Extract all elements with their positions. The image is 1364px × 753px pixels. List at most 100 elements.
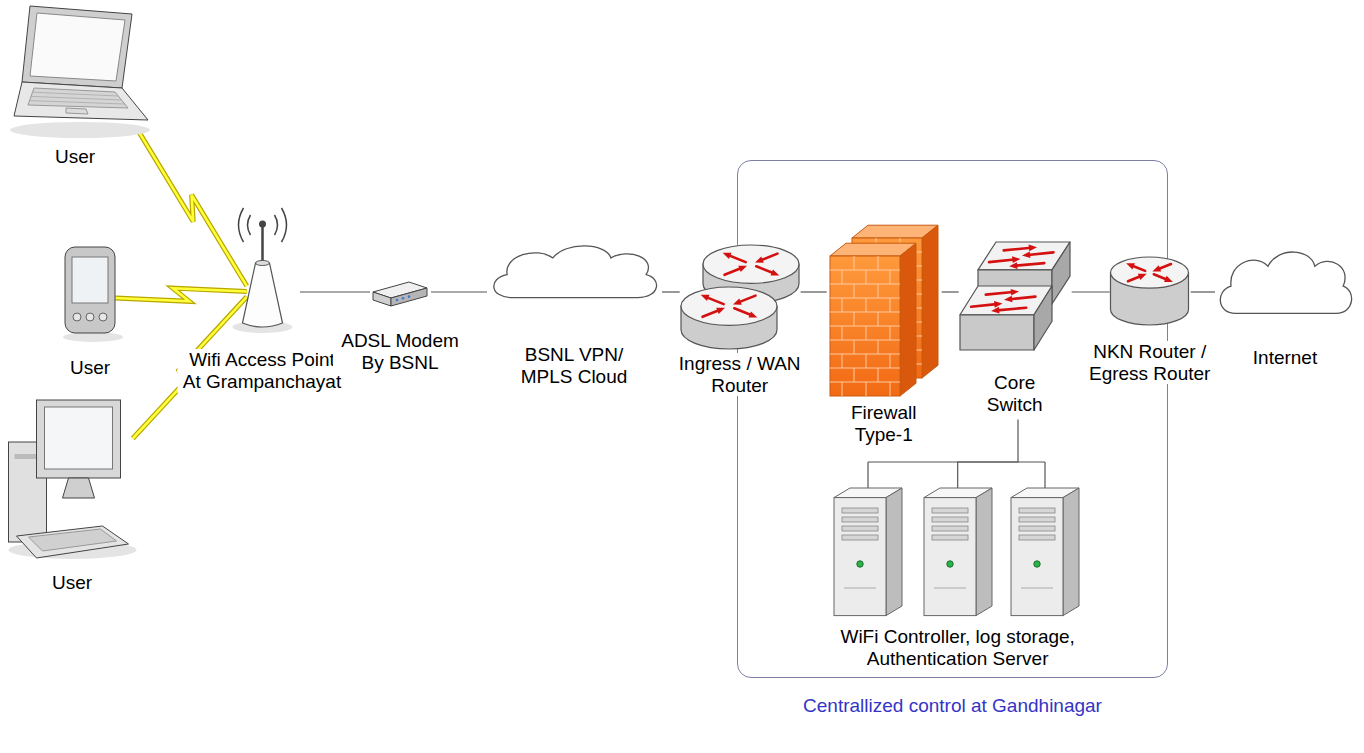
network-link-line [662, 291, 680, 292]
node-label: BSNL VPN/ MPLS Cloud [497, 344, 651, 388]
server-icon-part [932, 526, 968, 531]
switch-icon-part [989, 259, 1014, 262]
pda-icon-part [73, 313, 81, 321]
node-label: Ingress / WAN Router [668, 353, 812, 397]
firewall-icon-part [865, 298, 866, 312]
router-icon-part [733, 298, 742, 304]
laptop-node: User [0, 2, 150, 168]
server-icon-part [1063, 488, 1079, 616]
server-drop-wire [867, 462, 868, 490]
wireless-link-core [115, 288, 247, 301]
access-point-icon-part [274, 215, 277, 235]
server-icon-part [1019, 526, 1055, 531]
firewall-icon-part [865, 326, 866, 340]
firewall-node: Firewall Type-1 [826, 222, 942, 446]
server-icon-part [834, 497, 886, 615]
firewall-icon-part [841, 326, 842, 340]
switch-icon-part [985, 292, 1012, 295]
server-icon-part [842, 526, 878, 531]
pda-icon-part [63, 247, 123, 342]
firewall-icon-part [865, 354, 866, 368]
cloud-icon [1214, 245, 1356, 321]
wireless-link-outline [115, 288, 247, 301]
switch-icon-part [960, 314, 1034, 349]
firewall-icon-part [922, 225, 938, 378]
modem-icon-part [373, 292, 391, 306]
firewall-icon-part [889, 298, 890, 312]
switch-node: Core Switch [958, 240, 1072, 416]
router-icon-part [706, 297, 723, 304]
router-icon-part [1153, 265, 1162, 271]
access-point-icon-part [261, 225, 264, 265]
firewall-icon-part [865, 270, 866, 284]
network-link [431, 292, 487, 293]
router-icon-part [1154, 274, 1167, 279]
router-icon-part [756, 266, 773, 273]
switch-icon-part [991, 307, 999, 314]
modem-icon-part [402, 297, 405, 300]
modem-node: ADSL Modem By BSNL [333, 280, 467, 374]
modem-icon [369, 280, 431, 310]
router-icon-part [728, 255, 745, 262]
router-icon-part [681, 287, 777, 325]
cloud-node: BSNL VPN/ MPLS Cloud [486, 240, 662, 388]
firewall-icon-part [889, 382, 890, 396]
switch-icon-part [1015, 263, 1044, 266]
router-icon-part [1138, 273, 1147, 279]
server-icon-part [844, 587, 876, 588]
server-icon-part [1019, 508, 1055, 513]
server-icon-part [886, 488, 902, 616]
laptop-icon-part [31, 96, 121, 100]
firewall-icon-part [853, 256, 854, 270]
router-node: Ingress / WAN Router [668, 243, 812, 397]
node-label: Core Switch [975, 372, 1054, 416]
server-icon-part [934, 587, 966, 588]
network-link-line [801, 291, 827, 292]
switch-icon-part [1009, 262, 1017, 269]
router-icon-part [760, 253, 777, 260]
node-label: Internet [1238, 347, 1332, 369]
firewall-icon-part [830, 225, 938, 396]
laptop-icon [0, 2, 150, 140]
desktop-icon-part [29, 529, 117, 551]
firewall-icon-part [841, 298, 842, 312]
switch-icon-part [971, 304, 996, 307]
switch-icon [958, 240, 1072, 352]
router-icon [679, 243, 801, 353]
router-icon-part [770, 269, 779, 275]
laptop-icon-part [28, 88, 128, 108]
wireless-link [115, 288, 247, 301]
pda-icon [55, 243, 125, 343]
region-caption: Centrallized control at Gandhinagar [801, 695, 1104, 717]
desktop-icon-part [17, 526, 129, 558]
server-node: WiFi Controller, log storage, Authentica… [806, 486, 1110, 670]
firewall-icon-part [853, 368, 854, 382]
router-icon-part [1126, 263, 1135, 269]
switch-icon-part [997, 307, 1026, 310]
firewall-icon [826, 222, 942, 398]
switch-icon-part [1003, 247, 1030, 250]
switch-icon-part [1010, 296, 1035, 299]
server-drop-wire [1044, 462, 1045, 490]
server-icon-part [1021, 587, 1053, 588]
access-point-icon-part [259, 221, 266, 228]
node-label: Wifi Access Point At Grampanchayat [178, 349, 347, 393]
wireless-link [138, 130, 247, 286]
desktop-icon [5, 398, 140, 560]
access-point-icon-part [255, 261, 269, 266]
firewall-icon-part [889, 270, 890, 284]
server-icon-part [932, 517, 968, 522]
node-label: ADSL Modem By BSNL [333, 330, 467, 374]
laptop-icon-part [66, 108, 88, 114]
router-node: NKN Router / Egress Router [1080, 255, 1219, 385]
access-point-icon-part [247, 215, 250, 235]
laptop-icon-part [30, 101, 125, 104]
server-icon-part [1011, 497, 1063, 615]
firewall-icon-part [877, 368, 878, 382]
router-icon [1109, 255, 1191, 327]
laptop-icon-part [22, 6, 132, 88]
switch-icon-part [1022, 251, 1030, 258]
server-icon-part [932, 508, 968, 513]
server-icon-part [842, 535, 878, 540]
firewall-icon-part [853, 284, 854, 298]
